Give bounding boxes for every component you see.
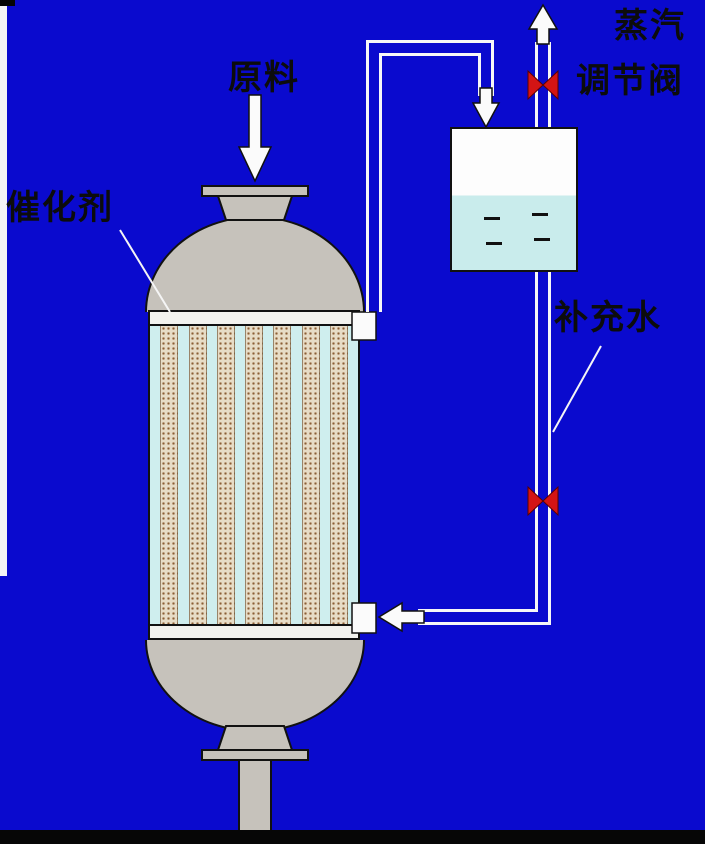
label-control-valve: 调节阀 bbox=[576, 62, 684, 100]
water-level-dash bbox=[532, 213, 548, 216]
label-feed: 原料 bbox=[228, 59, 300, 97]
makeup-valve-icon bbox=[527, 485, 559, 517]
makeup-water-leader-line bbox=[552, 345, 602, 433]
left-edge-strip bbox=[0, 0, 7, 576]
tube-sheet-top bbox=[150, 312, 358, 326]
steam-drum bbox=[450, 127, 578, 272]
label-catalyst: 催化剂 bbox=[6, 189, 114, 227]
catalyst-tube bbox=[329, 326, 348, 624]
catalyst-tube bbox=[216, 326, 235, 624]
reactor-return-arrow bbox=[377, 601, 425, 633]
drum-inlet-arrow bbox=[471, 87, 501, 129]
catalyst-tube bbox=[188, 326, 207, 624]
top-left-black-edge bbox=[0, 0, 15, 6]
water-level-dash bbox=[534, 238, 550, 241]
label-steam: 蒸汽 bbox=[614, 7, 686, 45]
reactor-tube-section bbox=[148, 310, 360, 640]
water-level-dash bbox=[484, 217, 500, 220]
control-valve-icon bbox=[527, 69, 559, 101]
reactor-bottom-nozzle bbox=[201, 725, 309, 832]
water-level-dash bbox=[486, 242, 502, 245]
catalyst-tube bbox=[160, 326, 179, 624]
label-makeup-water: 补充水 bbox=[554, 299, 662, 337]
catalyst-leader-line bbox=[119, 229, 171, 313]
lower-side-nozzle bbox=[351, 602, 377, 634]
upper-side-nozzle bbox=[351, 311, 377, 341]
tube-sheet-bottom bbox=[150, 624, 358, 638]
reactor-top-nozzle bbox=[201, 185, 309, 221]
steam-arrow bbox=[527, 3, 559, 45]
feed-arrow bbox=[237, 94, 273, 183]
catalyst-tube bbox=[301, 326, 320, 624]
catalyst-tube bbox=[273, 326, 292, 624]
downcomer-pipe bbox=[418, 272, 551, 625]
bottom-black-bar bbox=[0, 830, 705, 844]
tube-bundle bbox=[150, 326, 358, 624]
riser-pipe bbox=[366, 40, 494, 312]
catalyst-tube bbox=[245, 326, 263, 624]
